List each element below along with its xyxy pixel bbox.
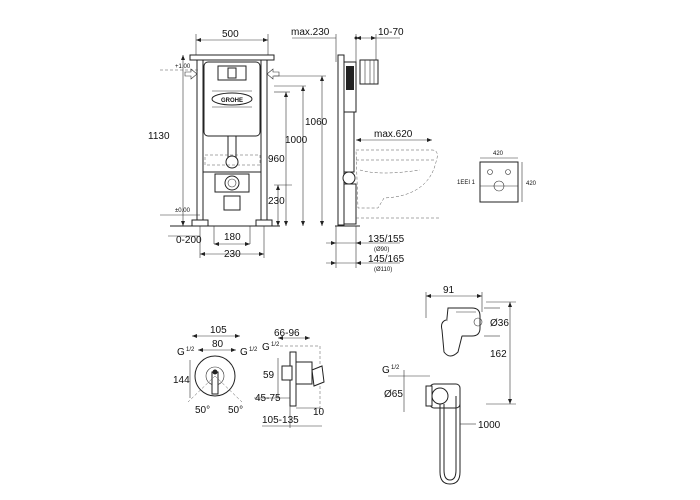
valve-dim-59: 59 xyxy=(263,370,275,381)
valve-side-thread-frac: 1/2 xyxy=(271,342,280,348)
valve-thread-left-frac: 1/2 xyxy=(186,347,195,353)
dim-1000: 1000 xyxy=(285,135,308,146)
valve-dim-105-135: 105-135 xyxy=(262,415,299,426)
dim-500: 500 xyxy=(222,29,239,40)
valve-thread-right-frac: 1/2 xyxy=(249,347,258,353)
dim-0-200: 0-200 xyxy=(176,235,202,246)
dim-230-height: 230 xyxy=(268,196,285,207)
valve-dim-45-75: 45-75 xyxy=(255,393,281,404)
dim-180: 180 xyxy=(224,232,241,243)
spray-dim-162: 162 xyxy=(490,349,507,360)
dim-pipe-90: (Ø90) xyxy=(374,247,389,253)
dim-1060: 1060 xyxy=(305,117,328,128)
dim-960: 960 xyxy=(268,154,285,165)
valve-dim-66-96: 66-96 xyxy=(274,328,300,339)
frame-side-view: max.230 10-70 max.620 1 xyxy=(291,27,440,273)
valve-side-thread: G xyxy=(262,342,270,353)
valve-angle-left: 50° xyxy=(195,405,210,416)
spray-dim-65: Ø65 xyxy=(384,389,403,400)
dim-max620: max.620 xyxy=(374,129,413,140)
dim-135-155: 135/155 xyxy=(368,234,405,245)
hand-spray-view: 91 Ø36 162 G 1/2 Ø65 1000 xyxy=(382,285,516,485)
spray-thread-frac: 1/2 xyxy=(391,365,400,371)
valve-thread-left: G xyxy=(177,347,185,358)
dim-1130: 1130 xyxy=(148,131,170,142)
frame-front-view: 500 GROHE +1.00 xyxy=(148,29,328,260)
spray-hose-length: 1000 xyxy=(478,420,501,431)
plate-width: 420 xyxy=(493,151,504,157)
dim-pipe-110: (Ø110) xyxy=(374,267,392,273)
dim-10-70: 10-70 xyxy=(378,27,404,38)
spray-thread: G xyxy=(382,365,390,376)
plate-side-mark: 1EEI 1 xyxy=(457,180,476,186)
valve-front-view: 105 80 G 1/2 G 1/2 144 50° 50° xyxy=(173,325,258,416)
valve-thread-right: G xyxy=(240,347,248,358)
actuator-plate-view: 420 420 1EEI 1 xyxy=(457,151,537,203)
valve-dim-105: 105 xyxy=(210,325,227,336)
valve-dim-80: 80 xyxy=(212,339,224,350)
plate-height: 420 xyxy=(526,181,537,187)
valve-angle-right: 50° xyxy=(228,405,243,416)
valve-dim-10: 10 xyxy=(313,407,325,418)
valve-dim-144: 144 xyxy=(173,375,190,386)
valve-side-view: 66-96 G 1/2 59 45-75 10 105-135 xyxy=(254,328,325,428)
spray-dim-36: Ø36 xyxy=(490,318,509,329)
spray-dim-91: 91 xyxy=(443,285,455,296)
dim-230-width: 230 xyxy=(224,249,241,260)
dim-145-165: 145/165 xyxy=(368,254,405,265)
dim-max230: max.230 xyxy=(291,27,330,38)
grohe-logo-text: GROHE xyxy=(221,98,243,104)
